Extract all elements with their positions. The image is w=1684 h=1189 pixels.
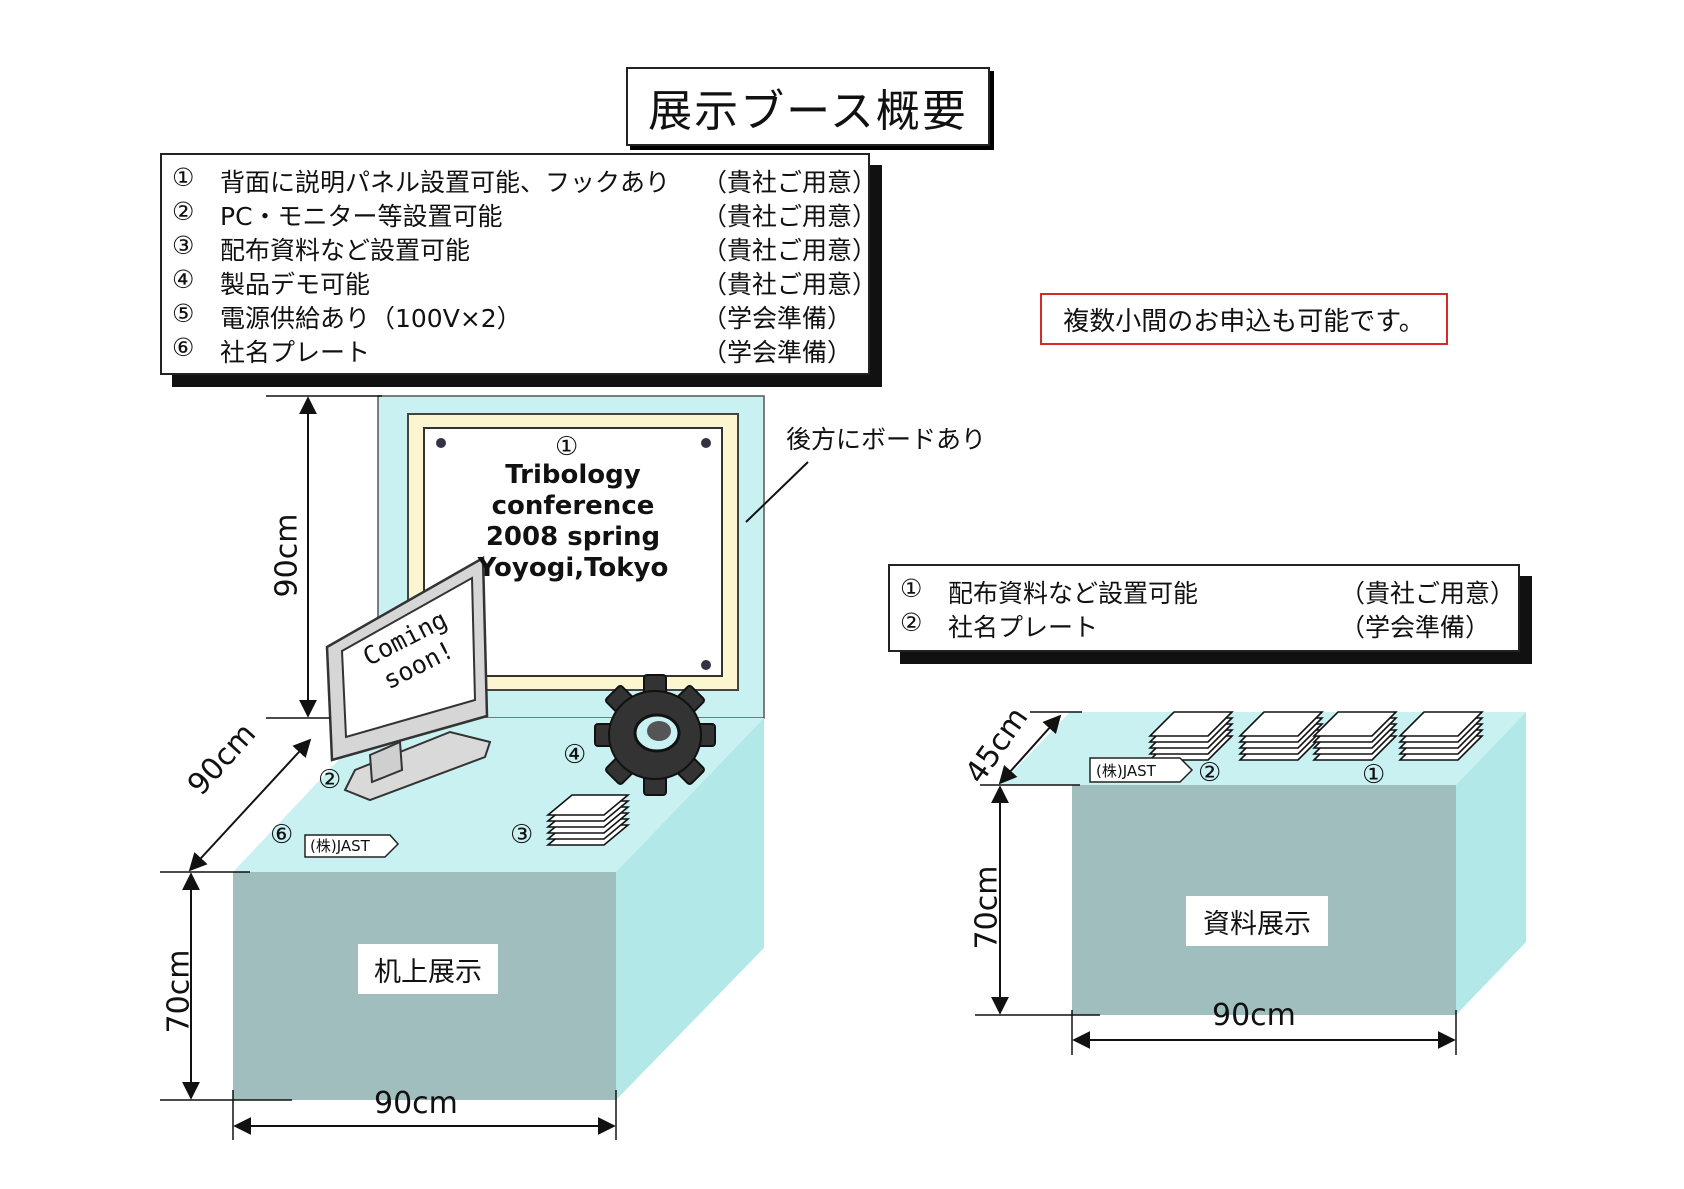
item-text: 背面に説明パネル設置可能、フックあり <box>220 168 671 197</box>
hook-icon <box>701 438 711 448</box>
panel-line: Tribology conference <box>491 460 655 521</box>
plate-marker: ⑥ <box>270 820 294 850</box>
item-provider: （学会準備） <box>702 304 853 333</box>
item-provider: （貴社ご用意） <box>702 270 878 299</box>
item-text: PC・モニター等設置可能 <box>220 202 503 231</box>
display-feature-list: ① 配布資料など設置可能 （貴社ご用意） ② 社名プレート （学会準備） <box>888 564 1520 652</box>
item-text: 製品デモ可能 <box>220 270 371 299</box>
panel-text: Tribology conference 2008 spring Yoyogi,… <box>424 460 722 584</box>
item-number: ② <box>172 197 195 226</box>
desk-side <box>1456 712 1526 1015</box>
item-number: ① <box>900 574 923 603</box>
panel-line: 2008 spring <box>485 522 661 552</box>
hook-icon <box>701 660 711 670</box>
name-plate-text: (株)JAST <box>1096 762 1156 780</box>
paper-marker: ③ <box>510 820 534 850</box>
item-text: 電源供給あり（100V×2） <box>220 304 522 333</box>
item-provider: （貴社ご用意） <box>702 236 878 265</box>
item-provider: （貴社ご用意） <box>702 168 878 197</box>
item-text: 社名プレート <box>948 613 1099 642</box>
item-number: ① <box>172 163 195 192</box>
panel-line: Yoyogi,Tokyo <box>477 553 669 583</box>
paper-stack-icon <box>545 794 631 846</box>
item-number: ② <box>900 608 923 637</box>
width-dimension: 90cm <box>1212 998 1296 1033</box>
width-dimension: 90cm <box>374 1086 458 1121</box>
desk-height-dimension: 70cm <box>969 865 1005 950</box>
gear-icon <box>594 674 716 796</box>
height-dimension: 90cm <box>269 513 305 598</box>
item-provider: （貴社ご用意） <box>702 202 878 231</box>
item-number: ⑤ <box>172 299 195 328</box>
name-plate-icon <box>1089 757 1194 783</box>
gear-marker: ④ <box>563 740 587 770</box>
item-number: ⑥ <box>172 333 195 362</box>
item-text: 社名プレート <box>220 338 371 367</box>
monitor-marker: ② <box>318 765 342 795</box>
paper-stack-icon <box>1238 711 1324 761</box>
desk-label: 資料展示 <box>1186 896 1328 946</box>
desk-height-dimension: 70cm <box>161 949 197 1034</box>
desk-side <box>616 718 764 1100</box>
item-text: 配布資料など設置可能 <box>220 236 471 265</box>
monitor-icon <box>325 555 492 802</box>
name-plate-text: (株)JAST <box>310 837 370 855</box>
item-provider: （貴社ご用意） <box>1340 579 1516 608</box>
paper-stack-icon <box>1398 711 1484 761</box>
item-text: 配布資料など設置可能 <box>948 579 1199 608</box>
panel-marker: ① <box>555 432 579 462</box>
plate-marker: ② <box>1198 758 1222 788</box>
paper-marker: ① <box>1362 760 1386 790</box>
item-provider: （学会準備） <box>1340 613 1491 642</box>
feature-list: ① 背面に説明パネル設置可能、フックあり （貴社ご用意） ② PC・モニター等設… <box>160 153 877 375</box>
paper-stack-icon <box>1312 711 1398 761</box>
page-title: 展示ブース概要 <box>626 67 990 146</box>
desk-label: 机上展示 <box>358 944 498 994</box>
hook-icon <box>436 438 446 448</box>
item-number: ③ <box>172 231 195 260</box>
paper-stack-icon <box>1148 711 1234 761</box>
board-note: 後方にボードあり <box>786 425 987 454</box>
item-provider: （学会準備） <box>702 338 853 367</box>
item-number: ④ <box>172 265 195 294</box>
multi-booth-note: 複数小間のお申込も可能です。 <box>1040 293 1448 345</box>
